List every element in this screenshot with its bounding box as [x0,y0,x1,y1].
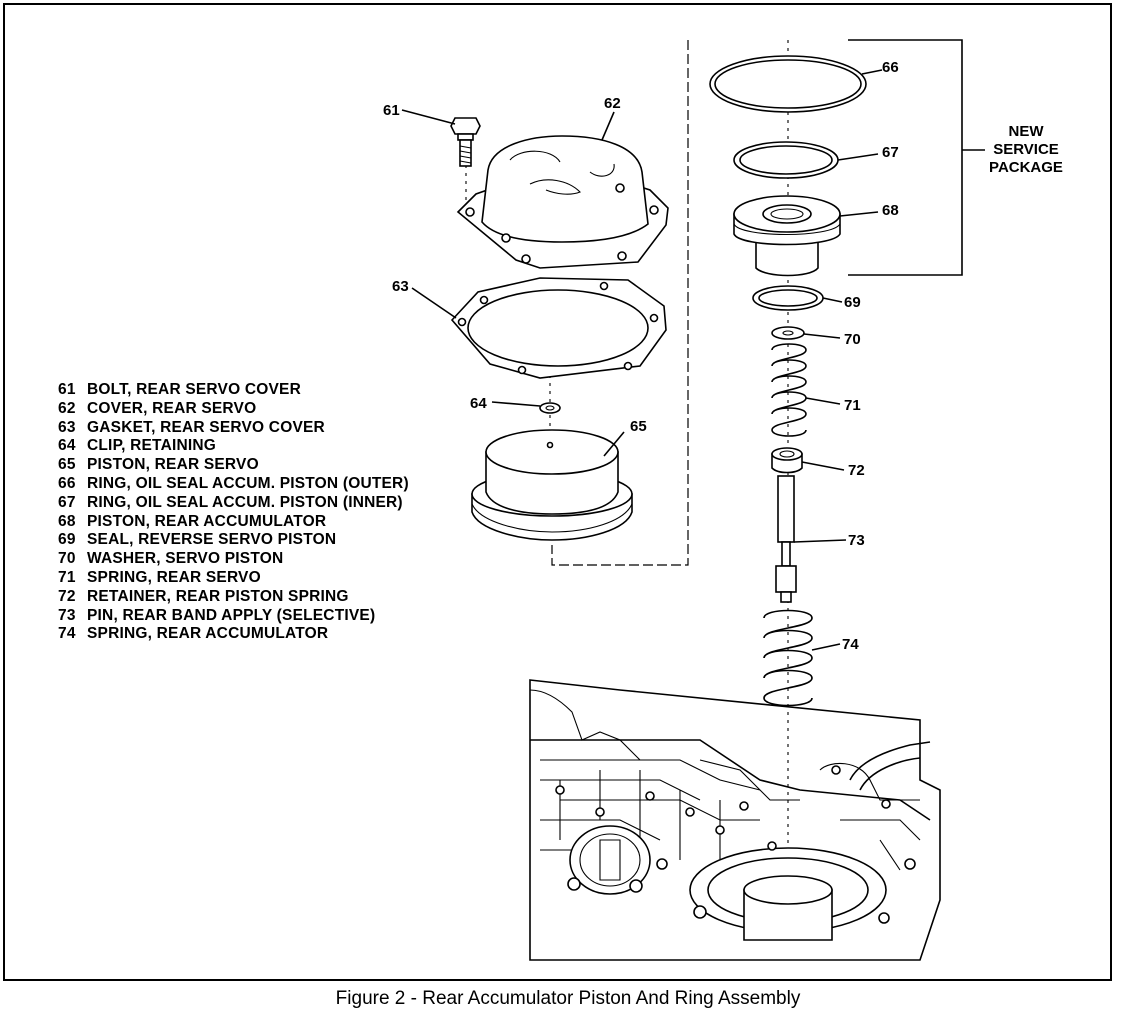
legend-item: 66 RING, OIL SEAL ACCUM. PISTON (OUTER) [58,475,409,494]
part-69-seal [752,285,824,311]
part-65-piston [471,429,633,541]
callout-63: 63 [392,278,409,295]
leader-lines [401,69,883,651]
legend-item: 74 SPRING, REAR ACCUMULATOR [58,625,409,644]
legend-item: 65 PISTON, REAR SERVO [58,456,409,475]
legend-text: RING, OIL SEAL ACCUM. PISTON (OUTER) [87,474,409,492]
legend-number: 61 [58,381,76,398]
legend-text: PISTON, REAR SERVO [87,456,259,474]
legend-text: CLIP, RETAINING [87,437,217,455]
legend-text: PIN, REAR BAND APPLY (SELECTIVE) [87,606,376,624]
legend-item: 73 PIN, REAR BAND APPLY (SELECTIVE) [58,607,409,626]
legend-text: WASHER, SERVO PISTON [87,550,284,568]
legend-item: 67 RING, OIL SEAL ACCUM. PISTON (INNER) [58,494,409,513]
part-64-clip [539,402,561,414]
part-63-gasket [450,277,667,379]
legend-number: 62 [58,399,76,417]
group-bracket [551,40,689,566]
legend-text: COVER, REAR SERVO [87,399,257,417]
legend-number: 70 [58,550,76,568]
part-74-spring [763,609,813,707]
legend-number: 67 [58,493,76,511]
callout-71: 71 [844,397,861,414]
callout-70: 70 [844,331,861,348]
parts-legend: 61 BOLT, REAR SERVO COVER 62 COVER, REAR S… [58,381,409,644]
legend-number: 71 [58,568,76,586]
legend-item: 69 SEAL, REVERSE SERVO PISTON [58,531,409,550]
package-label-line-1: NEW [1009,123,1045,140]
callout-72: 72 [848,462,865,479]
part-71-spring [771,343,807,437]
legend-number: 65 [58,456,76,474]
part-62-cover [456,135,669,269]
callout-67: 67 [882,144,899,161]
package-label-line-3: PACKAGE [989,159,1063,176]
legend-item: 61 BOLT, REAR SERVO COVER [58,381,409,400]
legend-text: RING, OIL SEAL ACCUM. PISTON (INNER) [87,493,403,511]
callout-65: 65 [630,418,647,435]
legend-number: 74 [58,625,76,643]
callout-66: 66 [882,59,899,76]
legend-text: GASKET, REAR SERVO COVER [87,418,325,436]
legend-number: 63 [58,418,76,436]
part-72-retainer [771,447,803,474]
legend-item: 64 CLIP, RETAINING [58,437,409,456]
legend-text: SPRING, REAR ACCUMULATOR [87,625,329,643]
legend-number: 64 [58,437,76,455]
legend-item: 63 GASKET, REAR SERVO COVER [58,419,409,438]
service-package-bracket [848,39,963,276]
part-68-accumulator-piston [733,195,841,277]
legend-text: RETAINER, REAR PISTON SPRING [87,587,349,605]
callout-73: 73 [848,532,865,549]
legend-text: PISTON, REAR ACCUMULATOR [87,512,327,530]
figure-frame [3,3,1112,981]
legend-number: 69 [58,531,76,549]
callout-64: 64 [470,395,487,412]
legend-number: 66 [58,474,76,492]
legend-number: 73 [58,606,76,624]
part-67-inner-ring [733,141,839,179]
legend-item: 72 RETAINER, REAR PISTON SPRING [58,588,409,607]
legend-number: 72 [58,587,76,605]
part-73-pin [775,475,797,603]
callout-62: 62 [604,95,621,112]
callout-68: 68 [882,202,899,219]
part-66-outer-ring [709,55,867,113]
part-70-washer [771,326,805,340]
callout-74: 74 [842,636,859,653]
callout-61: 61 [383,102,400,119]
legend-item: 62 COVER, REAR SERVO [58,400,409,419]
legend-text: SEAL, REVERSE SERVO PISTON [87,531,337,549]
legend-item: 70 WASHER, SERVO PISTON [58,550,409,569]
legend-number: 68 [58,512,76,530]
legend-text: BOLT, REAR SERVO COVER [87,381,301,398]
legend-item: 68 PISTON, REAR ACCUMULATOR [58,513,409,532]
transmission-case [529,679,941,961]
legend-text: SPRING, REAR SERVO [87,568,261,586]
legend-item: 71 SPRING, REAR SERVO [58,569,409,588]
figure-caption: Figure 2 - Rear Accumulator Piston And R… [335,988,801,1009]
part-61-bolt [450,117,481,167]
package-label-line-2: SERVICE [993,141,1059,158]
callout-69: 69 [844,294,861,311]
